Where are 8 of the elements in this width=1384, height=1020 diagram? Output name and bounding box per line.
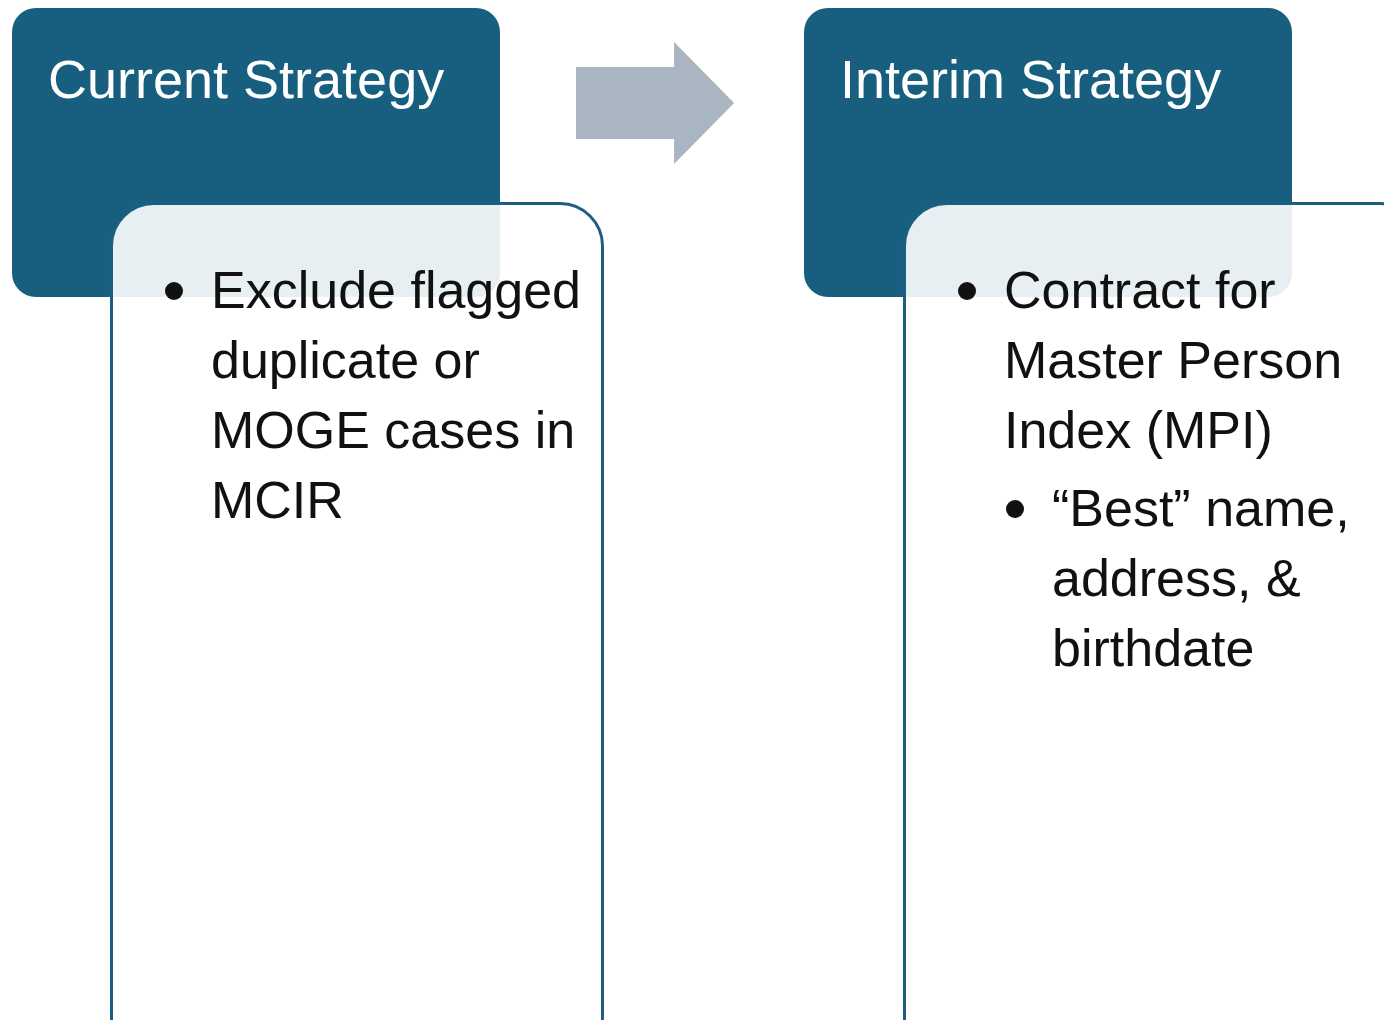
heading: Current Strategy [48,48,446,111]
bullet-text: “Best” name, address, & birthdate [1052,479,1350,677]
bullet-text: Contract for Master Person Index (MPI) [1004,261,1343,459]
block-arrow [576,42,735,164]
heading: Interim Strategy [840,48,1223,111]
content-box [903,202,1384,1020]
bullet-text: Exclude flagged duplicate or MOGE cases in MCIR [211,261,582,529]
content-box [110,202,604,1020]
